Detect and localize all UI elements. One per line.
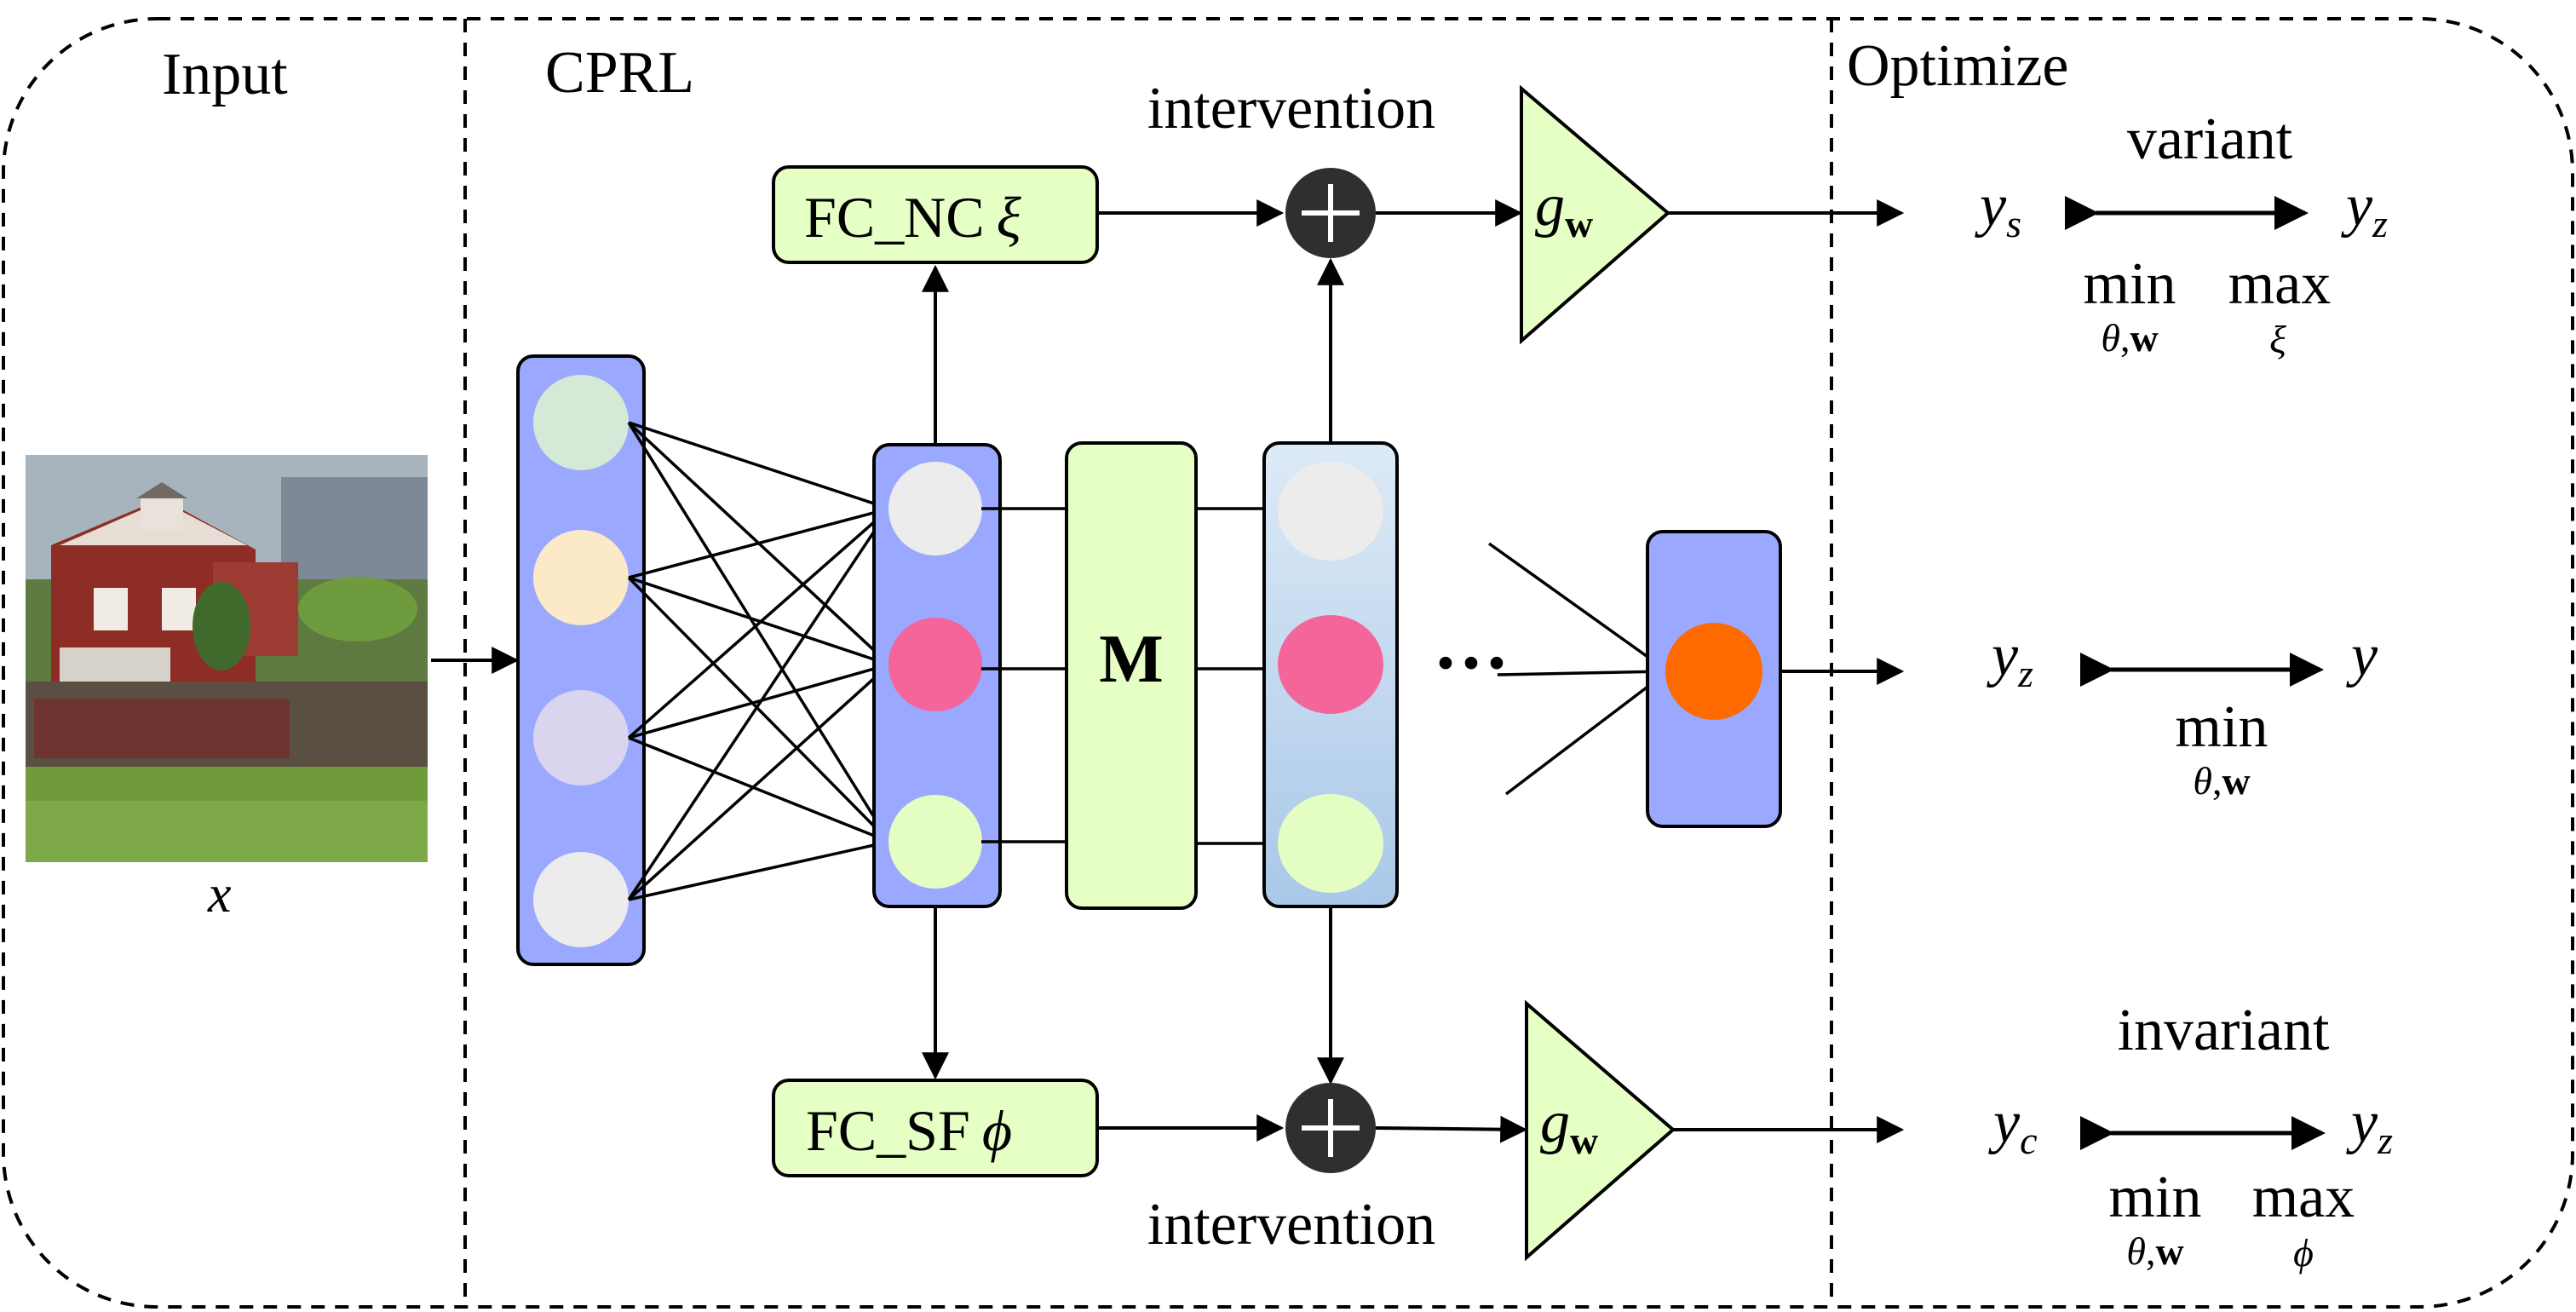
plus-bottom-icon [1285, 1083, 1376, 1173]
predictor-bottom-label: gw [1540, 1090, 1598, 1162]
main-min-sub: θ,w [2193, 759, 2250, 803]
converge-line-bottom [1504, 670, 1670, 796]
invariant-right-var: yz [2346, 1090, 2393, 1162]
predictor-top-label: gw [1535, 173, 1593, 245]
hidden-node-3 [888, 795, 982, 889]
intervention-label-top: intervention [1147, 76, 1435, 141]
converge-line-top [1487, 542, 1670, 673]
hidden-node-1 [888, 462, 982, 555]
input-node-1 [533, 375, 629, 470]
variant-left-var: ys [1975, 173, 2021, 245]
mask-block [1065, 441, 1198, 910]
main-right-var: y [2346, 623, 2378, 688]
input-image [26, 455, 428, 862]
hidden-node-2 [888, 618, 982, 711]
dense-connections [627, 421, 891, 901]
variant-max-sub: ξ [2269, 318, 2286, 361]
invariant-max: max [2252, 1165, 2355, 1230]
main-left-var: yz [1987, 623, 2033, 695]
variant-right-var: yz [2341, 173, 2388, 245]
input-node-4 [533, 852, 629, 947]
variant-title: variant [2127, 106, 2293, 172]
invariant-left-var: yc [1988, 1090, 2038, 1162]
input-node-2 [533, 530, 629, 625]
converge-line-mid [1497, 670, 1669, 676]
plus-top-icon [1285, 168, 1376, 258]
invariant-min-sub: θ,w [2126, 1229, 2183, 1273]
predictor-bottom [1525, 999, 1676, 1262]
variant-min: min [2084, 251, 2176, 317]
input-layer [516, 354, 646, 966]
variant-max: max [2228, 251, 2332, 317]
invariant-title: invariant [2118, 998, 2330, 1063]
section-title-optimize: Optimize [1847, 33, 2068, 99]
mask-label: M [1099, 622, 1164, 697]
section-title-cprl: CPRL [545, 40, 694, 106]
masked-node-3 [1278, 794, 1383, 893]
invariant-min: min [2109, 1165, 2202, 1230]
output-node [1665, 623, 1762, 720]
variant-min-sub: θ,w [2101, 316, 2158, 360]
masked-node-1 [1278, 462, 1383, 561]
section-title-input: Input [162, 42, 288, 107]
predictor-top [1520, 84, 1671, 345]
plus-to-g-bottom-arrow [1375, 1115, 1528, 1143]
layer-ellipsis: ··· [1433, 621, 1509, 705]
invariant-max-sub: ϕ [2293, 1231, 2314, 1275]
input-variable: x [207, 866, 232, 924]
input-node-3 [533, 690, 629, 785]
outer-frame [2, 17, 2574, 1309]
main-min: min [2176, 694, 2268, 760]
intervention-label-bottom: intervention [1147, 1192, 1435, 1257]
masked-node-2 [1278, 615, 1383, 714]
